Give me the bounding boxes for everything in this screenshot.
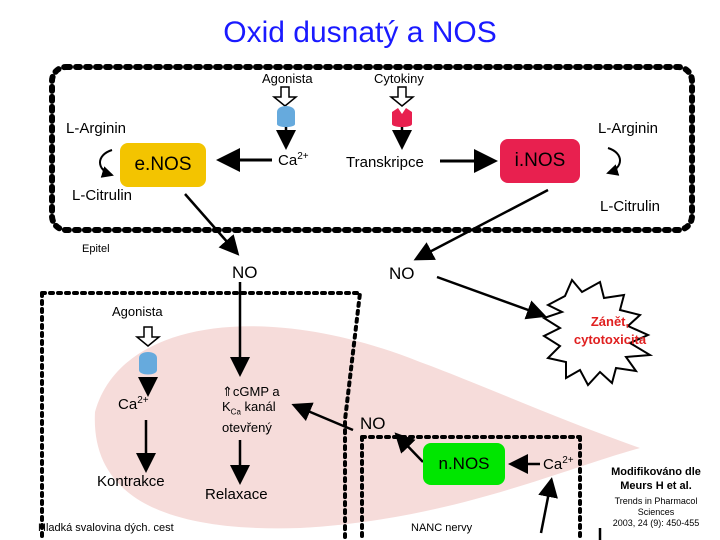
k-text: K bbox=[222, 399, 231, 414]
ca-top-text: Ca bbox=[278, 152, 298, 169]
zanet-label: Zánět, cytotoxicita bbox=[570, 313, 650, 349]
ca-muscle-sup: 2+ bbox=[137, 395, 149, 406]
smooth-muscle-label: Hladká svalovina dých. cest bbox=[38, 522, 174, 534]
no-right-label: NO bbox=[389, 264, 415, 283]
credit-block: Modifikováno dle Meurs H et al. Trends i… bbox=[596, 465, 716, 529]
inflammation-starburst bbox=[541, 278, 654, 387]
arrow-no-to-zanet bbox=[436, 275, 547, 320]
arrow-nnos-to-no bbox=[394, 432, 424, 463]
ca-nerve-sup: 2+ bbox=[562, 455, 574, 466]
l-citrulin-right-label: L-Citrulin bbox=[600, 198, 661, 215]
ca-top-sup: 2+ bbox=[297, 151, 309, 162]
cytokines-label: Cytokiny bbox=[374, 71, 424, 86]
arrow-influx-to-ca bbox=[538, 477, 558, 534]
l-arginin-right-label: L-Arginin bbox=[598, 120, 659, 137]
inos-cycle-arrow-icon bbox=[606, 147, 621, 176]
ca-muscle-label: Ca2+ bbox=[118, 395, 149, 413]
zanet-line2: cytotoxicita bbox=[573, 332, 647, 347]
enos-cycle-arrow-icon bbox=[99, 149, 114, 178]
agonist-label: Agonista bbox=[262, 71, 313, 86]
arrow-inos-to-no bbox=[413, 188, 549, 261]
enos-box: e.NOS bbox=[120, 143, 206, 187]
no-left-label: NO bbox=[232, 263, 258, 282]
transkripce-label: Transkripce bbox=[346, 154, 424, 171]
ca-top-label: Ca2+ bbox=[278, 151, 309, 169]
smooth-muscle-region-outline bbox=[40, 291, 363, 539]
cgmp-up-arrow-icon: ⇑ bbox=[222, 384, 233, 399]
epitel-label: Epitel bbox=[82, 243, 110, 255]
ca-nerve-label: Ca2+ bbox=[543, 455, 574, 473]
credit-line4: Sciences bbox=[637, 507, 675, 517]
credit-line1: Modifikováno dle bbox=[611, 466, 701, 478]
inos-label: i.NOS bbox=[514, 150, 566, 171]
zanet-line1: Zánět, bbox=[590, 314, 630, 329]
otevreny-text: otevřený bbox=[222, 419, 272, 435]
arrow-no-to-muscle bbox=[291, 402, 354, 432]
nnos-box: n.NOS bbox=[423, 443, 505, 485]
nnos-label: n.NOS bbox=[438, 454, 490, 473]
kanal-text: kanál bbox=[240, 399, 276, 414]
ca-nerve-text: Ca bbox=[543, 456, 563, 473]
inos-box: i.NOS bbox=[500, 139, 580, 183]
muscle-agonist-receptor-icon bbox=[134, 326, 162, 397]
cgmp-label: ⇑cGMP a KCa kanál otevřený bbox=[222, 384, 280, 435]
credit-line5: 2003, 24 (9): 450-455 bbox=[612, 518, 700, 528]
k-sub: Ca bbox=[230, 407, 241, 417]
relaxace-label: Relaxace bbox=[205, 486, 268, 503]
kontrakce-label: Kontrakce bbox=[97, 473, 165, 490]
cytokine-receptor-icon bbox=[388, 86, 416, 150]
credit-line2: Meurs H et al. bbox=[620, 480, 692, 492]
muscle-agonist-label: Agonista bbox=[112, 304, 163, 319]
agonist-receptor-icon bbox=[271, 86, 299, 150]
ca-muscle-text: Ca bbox=[118, 396, 138, 413]
cgmp-text: cGMP a bbox=[232, 384, 280, 399]
nanc-label: NANC nervy bbox=[411, 522, 473, 534]
enos-label: e.NOS bbox=[134, 154, 192, 175]
l-citrulin-left-label: L-Citrulin bbox=[72, 187, 133, 204]
no-nerve-label: NO bbox=[360, 414, 386, 433]
arrow-enos-to-no bbox=[184, 193, 240, 256]
epithelial-cell-outline bbox=[49, 64, 695, 233]
credit-line3: Trends in Pharmacol bbox=[614, 496, 698, 506]
l-arginin-left-label: L-Arginin bbox=[66, 120, 127, 137]
page-title: Oxid dusnatý a NOS bbox=[223, 16, 497, 49]
